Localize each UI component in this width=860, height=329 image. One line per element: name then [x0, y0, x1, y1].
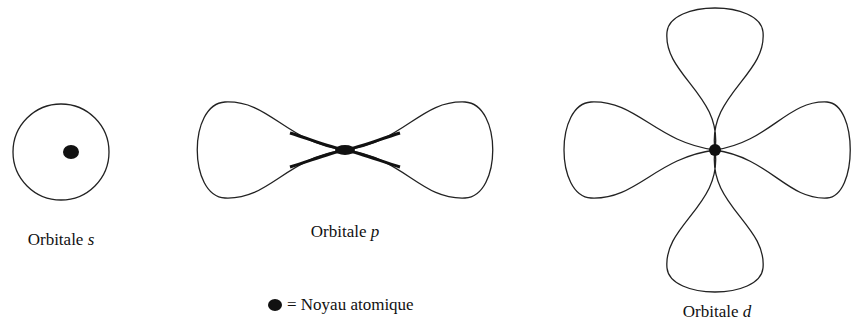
legend-sample-dot — [268, 299, 282, 311]
nucleus-dot — [335, 145, 355, 155]
orbital-label: Orbitale s — [28, 230, 95, 250]
nucleus-dot — [63, 145, 79, 159]
p-orbital-lobe — [345, 102, 493, 198]
p-orbital — [197, 102, 493, 198]
p-orbital-node-shading — [290, 133, 400, 167]
label-word: Orbitale — [683, 302, 743, 321]
p-orbital-lobe — [197, 102, 345, 198]
s-orbital — [13, 104, 109, 200]
d-orbital-lobe — [667, 8, 763, 150]
orbital-label: Orbitale p — [311, 222, 379, 242]
d-orbital — [564, 8, 850, 292]
s-orbital-outline — [13, 104, 109, 200]
orbital-letter: p — [371, 222, 380, 241]
legend-text: = Noyau atomique — [287, 295, 414, 315]
nucleus-dot — [709, 144, 721, 156]
d-orbital-lobe — [715, 102, 850, 198]
orbital-letter: d — [743, 302, 752, 321]
d-orbital-lobe — [564, 102, 715, 198]
label-word: Orbitale — [28, 230, 88, 249]
label-word: Orbitale — [311, 222, 371, 241]
d-orbital-lobe — [667, 150, 763, 292]
orbital-letter: s — [88, 230, 95, 249]
orbital-label: Orbitale d — [683, 302, 751, 322]
